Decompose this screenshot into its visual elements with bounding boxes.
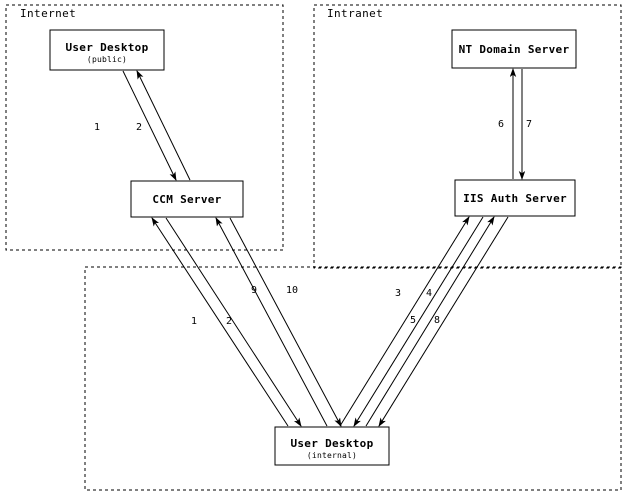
flow-step-labels: 1 2 1 2 9 10 3 4 5 8 6 7 (94, 119, 532, 327)
node-user-desktop-public[interactable]: User Desktop (public) (49, 29, 165, 71)
step-label-8: 8 (434, 315, 440, 326)
zone-label-intranet: Intranet (327, 7, 383, 20)
flow-connectors (122, 68, 526, 427)
step-label-10: 10 (286, 285, 298, 296)
step-label-7: 7 (526, 119, 532, 130)
step-label-1: 1 (94, 122, 100, 133)
flow-arrow-2-ccm-server-to-user-desktop-internal (165, 217, 302, 427)
node-nt-domain-server[interactable]: NT Domain Server (451, 29, 577, 69)
step-label-2: 2 (226, 316, 232, 327)
node-iis-auth-server[interactable]: IIS Auth Server (454, 179, 576, 217)
nt-domain-server-title: NT Domain Server (459, 43, 570, 56)
step-label-5: 5 (410, 315, 416, 326)
node-boxes: User Desktop (public) CCM Server NT Doma… (49, 29, 577, 466)
user-desktop-internal-box[interactable] (274, 426, 390, 466)
zone-internal-lan-boundary (84, 266, 622, 491)
nt-domain-server-box[interactable] (451, 29, 577, 69)
step-label-6: 6 (498, 119, 504, 130)
iis-auth-server-box[interactable] (454, 179, 576, 217)
flow-arrow-9-user-desktop-internal-to-ccm-server (215, 217, 328, 427)
flow-arrow-10-ccm-server-to-user-desktop-internal (229, 217, 342, 427)
flow-arrow-1-user-desktop-internal-to-ccm-server (151, 217, 289, 427)
flow-arrow-2-ccm-server-to-user-desktop-public (136, 70, 191, 181)
zone-internet-boundary (5, 4, 284, 251)
zone-label-internet: Internet (20, 7, 76, 20)
iis-auth-server-title: IIS Auth Server (463, 192, 567, 205)
flow-arrow-3-user-desktop-internal-to-iis-auth-server (339, 216, 470, 427)
flow-arrow-8-iis-auth-server-to-user-desktop-internal (378, 216, 509, 427)
ccm-server-title: CCM Server (152, 193, 221, 206)
user-desktop-public-subtitle: (public) (87, 55, 127, 64)
zone-intranet-boundary (313, 4, 622, 269)
step-label-3: 3 (395, 288, 401, 299)
node-ccm-server[interactable]: CCM Server (130, 180, 244, 218)
ccm-server-box[interactable] (130, 180, 244, 218)
zone-boundaries (5, 4, 622, 491)
user-desktop-internal-subtitle: (internal) (307, 451, 357, 460)
node-user-desktop-internal[interactable]: User Desktop (internal) (274, 426, 390, 466)
zone-labels: Internet Intranet (20, 7, 383, 20)
flow-arrow-5-user-desktop-internal-to-iis-auth-server (365, 216, 495, 427)
flow-arrow-4-iis-auth-server-to-user-desktop-internal (353, 216, 484, 427)
step-label-9: 9 (251, 285, 257, 296)
user-desktop-internal-title: User Desktop (290, 437, 373, 450)
step-label-4: 4 (426, 288, 432, 299)
step-label-2: 2 (136, 122, 142, 133)
step-label-1: 1 (191, 316, 197, 327)
user-desktop-public-box[interactable] (49, 29, 165, 71)
flow-arrow-1-user-desktop-public-to-ccm-server (122, 70, 177, 181)
user-desktop-public-title: User Desktop (65, 41, 148, 54)
